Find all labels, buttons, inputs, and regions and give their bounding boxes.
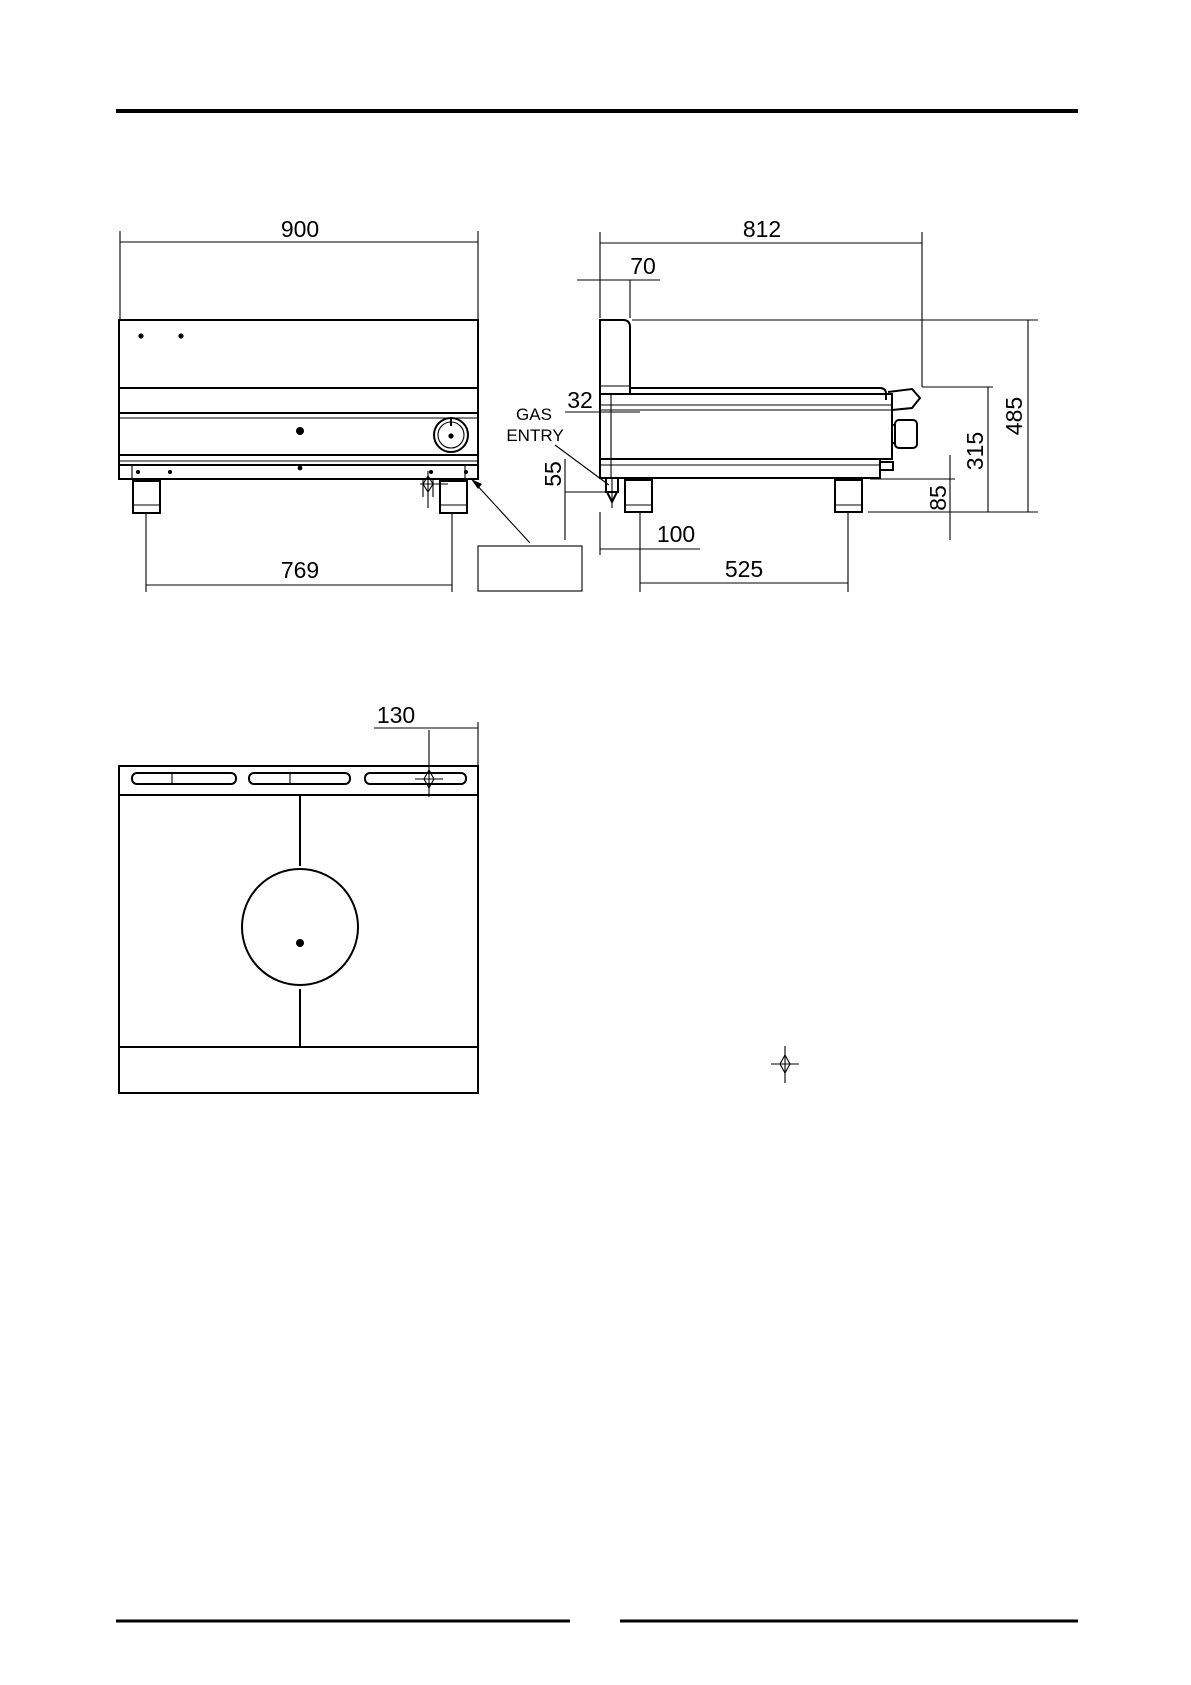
- dim-depth: 812: [743, 216, 781, 242]
- dim-backguard: 70: [630, 253, 656, 279]
- dim-foot-height: 85: [925, 485, 951, 511]
- burner-plate: [242, 869, 358, 985]
- crosshair-icon: [420, 471, 448, 508]
- gas-entry-label-line2: ENTRY: [506, 426, 563, 445]
- front-foot-right: [440, 481, 467, 513]
- plan-view: 130: [119, 702, 478, 1093]
- dim-gas-entry-offset: 32: [567, 387, 593, 413]
- vent-slot: [132, 773, 236, 784]
- crosshair-icon: [771, 1046, 799, 1083]
- label-box: [478, 546, 582, 591]
- side-foot-rear: [835, 480, 862, 512]
- side-body: [600, 394, 892, 459]
- gas-entry-label-line1: GAS: [516, 405, 552, 424]
- side-view: 812 70 485 315 85 32 GAS ENTRY 55 10: [506, 216, 1038, 592]
- front-view: 900 769: [119, 216, 582, 592]
- control-knob: [434, 418, 468, 452]
- dim-front-foot-offset: 100: [657, 521, 695, 547]
- plan-outline: [119, 766, 478, 1093]
- dim-feet-depth: 525: [725, 556, 763, 582]
- side-foot-front: [625, 480, 652, 512]
- dim-worktop-height: 315: [962, 432, 988, 470]
- dim-overall-height: 485: [1001, 397, 1027, 435]
- dim-plan-gas-offset: 130: [377, 702, 415, 728]
- vent-slot: [249, 773, 350, 784]
- backguard: [600, 320, 630, 394]
- front-foot-left: [133, 481, 160, 513]
- dim-feet-span: 769: [281, 557, 319, 583]
- crosshair-icon: [415, 730, 443, 797]
- dim-width: 900: [281, 216, 319, 242]
- dim-gas-entry-height: 55: [540, 461, 566, 487]
